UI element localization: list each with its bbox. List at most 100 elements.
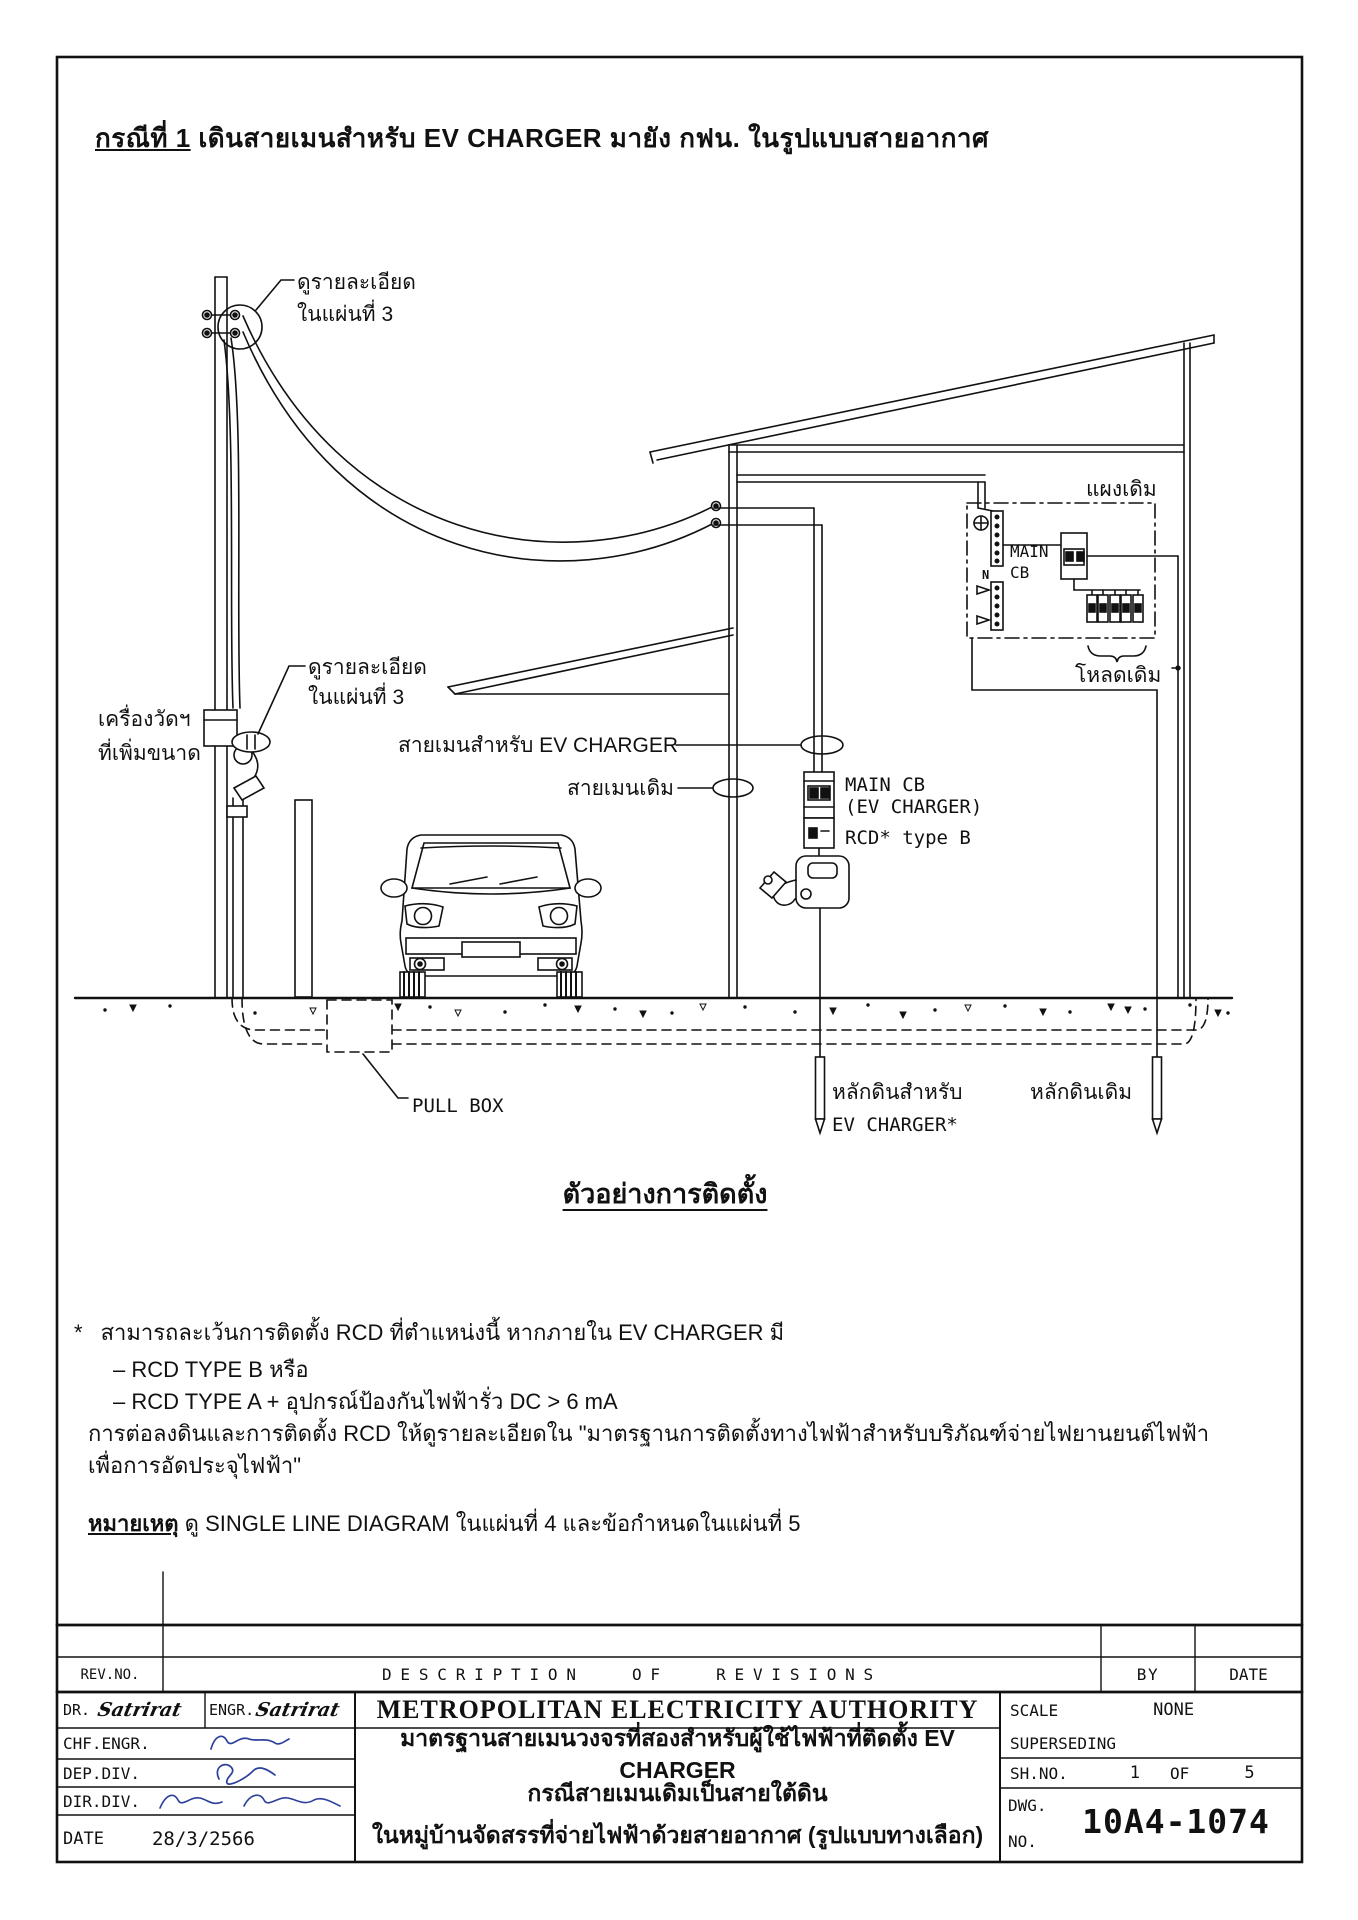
deputy-division-cell: DEP.DIV.: [57, 1759, 355, 1787]
dep-div-label: DEP.DIV.: [63, 1763, 141, 1783]
ev-breaker-rcd: [803, 771, 835, 857]
sheet-number-cell: SH.NO. 1 OF 5: [1000, 1758, 1302, 1788]
carport-roof: [447, 627, 734, 695]
pole-drop-wires: [223, 337, 241, 709]
superseding-label: SUPERSEDING: [1010, 1733, 1116, 1753]
panel-maincb-line1: MAIN: [1010, 542, 1049, 561]
case-label: กรณีที่ 1: [95, 123, 191, 153]
detail-circle-pole-top: [217, 279, 295, 350]
panel-label: แผงเดิม: [1086, 478, 1157, 501]
note-line3: เพื่อการอัดประจุไฟฟ้า": [88, 1453, 302, 1478]
drawing-title-line1: มาตรฐานสายเมนวงจรที่สองสำหรับผู้ใช้ไฟฟ้า…: [400, 1724, 955, 1783]
ev-main-circuit: [675, 507, 844, 798]
panel-maincb-line2: CB: [1010, 563, 1029, 582]
title-block-rules: [55, 1571, 1304, 1863]
revision-col-description: DESCRIPTION OF REVISIONS: [382, 1665, 882, 1684]
director-division-cell: DIR.DIV.: [57, 1787, 355, 1815]
date-label: DATE: [63, 1828, 104, 1849]
underground-conduit: [231, 997, 1209, 1053]
pull-box-label: PULL BOX: [412, 1095, 504, 1117]
meter-label-line1: เครื่องวัดฯ: [98, 704, 191, 731]
sheet-total: 5: [1244, 1763, 1255, 1783]
detail-note-top-line1: ดูรายละเอียด: [297, 271, 416, 295]
sheet-current: 1: [1129, 1763, 1141, 1783]
utility-pole: [201, 276, 241, 999]
remark-line: หมายเหตุ ดู SINGLE LINE DIAGRAM ในแผ่นที…: [88, 1506, 801, 1541]
detail-note-meter-line2: ในแผ่นที่ 3: [308, 682, 404, 709]
ground-ev-label-line1: หลักดินสำหรับ: [832, 1081, 962, 1104]
chf-signature-scribble: [209, 1734, 290, 1750]
note-line1-text: สามารถละเว้นการติดตั้ง RCD ที่ตำแหน่งนี้…: [100, 1320, 785, 1345]
detail-oval-meter: [231, 665, 306, 753]
pull-box-leader: [362, 1053, 409, 1099]
dep-signature-scribble: [216, 1763, 276, 1785]
drawing-number: 10A4-1074: [1082, 1802, 1270, 1841]
date-value: 28/3/2566: [151, 1827, 255, 1850]
existing-ground-rod: [1151, 1056, 1163, 1136]
drawing-number-cell: DWG. NO. 10A4-1074: [1000, 1788, 1302, 1862]
ground-ev-label-line2: EV CHARGER*: [832, 1114, 958, 1136]
overhead-service-wires: [242, 315, 715, 562]
existing-main-riser: [971, 555, 1179, 1058]
ev-maincb-label-line1: MAIN CB: [845, 774, 925, 796]
dr-label: DR.: [63, 1701, 91, 1719]
existing-panel: [966, 502, 1156, 639]
engineer-cell: ENGR. Satrirat: [205, 1692, 355, 1728]
note-star: *: [74, 1320, 83, 1345]
scale-cell: SCALE NONE: [1000, 1692, 1302, 1728]
ev-wallbox: [758, 855, 850, 909]
ground-old-label: หลักดินเดิม: [1030, 1081, 1132, 1104]
drawn-by-cell: DR. Satrirat: [57, 1692, 205, 1728]
meter-label-line2: ที่เพิ่มขนาด: [98, 738, 201, 765]
note-line2: การต่อลงดินและการติดตั้ง RCD ให้ดูรายละเ…: [88, 1421, 1210, 1446]
remark-text: ดู SINGLE LINE DIAGRAM ในแผ่นที่ 4 และข้…: [178, 1511, 801, 1536]
of-label: OF: [1170, 1763, 1190, 1783]
car: [380, 834, 602, 998]
date-cell: DATE 28/3/2566: [57, 1815, 355, 1862]
engr-signature: Satrirat: [253, 1699, 342, 1721]
no-label: NO.: [1008, 1832, 1037, 1851]
existing-main-feed: [736, 474, 994, 512]
dr-signature: Satrirat: [95, 1699, 184, 1721]
old-main-label: สายเมนเดิม: [567, 777, 674, 800]
house-structure: [649, 334, 1215, 999]
engr-label: ENGR.: [209, 1701, 255, 1719]
revision-col-revno: REV.NO.: [80, 1666, 140, 1683]
authority-name: METROPOLITAN ELECTRICITY AUTHORITY: [376, 1695, 979, 1724]
shno-label: SH.NO.: [1010, 1763, 1068, 1783]
neutral-bar-label: N: [982, 568, 989, 582]
load-label: โหลดเดิม: [1075, 663, 1161, 687]
scale-label: SCALE: [1010, 1700, 1059, 1720]
detail-note-meter-line1: ดูรายละเอียด: [308, 656, 427, 680]
note-item2: – RCD TYPE A + อุปกรณ์ป้องกันไฟฟ้ารั่ว D…: [113, 1389, 618, 1414]
remark-label: หมายเหตุ: [88, 1511, 179, 1536]
sheet-border: [55, 55, 1304, 1864]
note-line1: * สามารถละเว้นการติดตั้ง RCD ที่ตำแหน่งนี…: [74, 1315, 784, 1350]
revision-col-by: BY: [1136, 1665, 1160, 1684]
ground-line: [73, 996, 1234, 1020]
dwg-label: DWG.: [1008, 1796, 1047, 1815]
dir-div-label: DIR.DIV.: [63, 1791, 141, 1811]
diagram-caption: ตัวอย่างการติดตั้ง: [562, 1179, 768, 1209]
ev-maincb-label-line2: (EV CHARGER): [845, 796, 982, 818]
wall-insulators: [710, 500, 722, 529]
sheet-title-text: เดินสายเมนสำหรับ EV CHARGER มายัง กฟน. ใ…: [190, 123, 990, 153]
note-item1: – RCD TYPE B หรือ: [113, 1357, 309, 1382]
service-drip-loop: [226, 745, 266, 999]
revision-col-date: DATE: [1229, 1665, 1268, 1684]
fence-post: [294, 799, 313, 998]
ev-main-label: สายเมนสำหรับ EV CHARGER: [398, 734, 678, 757]
dir-signature-scribble: [159, 1794, 341, 1809]
ev-ground-rod: [814, 907, 826, 1136]
superseding-cell: SUPERSEDING: [1000, 1728, 1302, 1758]
kwh-meter: [203, 709, 238, 747]
detail-note-top-line2: ในแผ่นที่ 3: [297, 299, 393, 326]
scale-value: NONE: [1153, 1700, 1195, 1720]
sheet-title: กรณีที่ 1 เดินสายเมนสำหรับ EV CHARGER มา…: [95, 118, 989, 159]
drawing-title-line2: กรณีสายเมนเดิมเป็นสายใต้ดิน: [527, 1780, 828, 1806]
drawing-title-line3: ในหมู่บ้านจัดสรรที่จ่ายไฟฟ้าด้วยสายอากาศ…: [371, 1822, 984, 1848]
chief-engineer-cell: CHF.ENGR.: [57, 1728, 355, 1759]
rcd-label: RCD* type B: [845, 827, 971, 849]
